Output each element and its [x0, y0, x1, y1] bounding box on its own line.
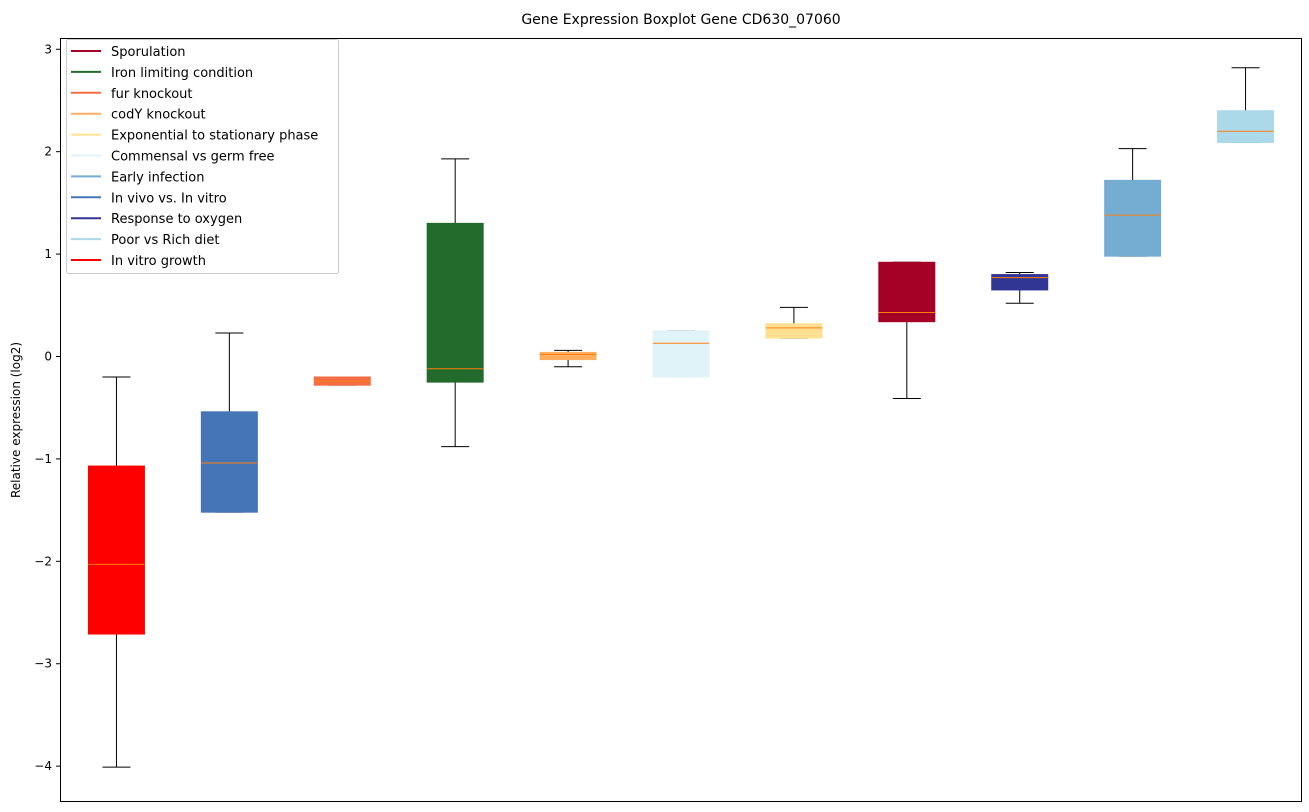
legend-label: Iron limiting condition	[111, 66, 253, 81]
box-poor-vs-rich-diet	[1217, 67, 1275, 143]
legend-label: Sporulation	[111, 45, 186, 60]
box-body	[652, 330, 710, 378]
chart-title: Gene Expression Boxplot Gene CD630_07060	[521, 12, 840, 28]
legend-label: In vitro growth	[111, 254, 206, 269]
box-in-vitro-growth	[87, 376, 145, 768]
legend-label: codY knockout	[111, 108, 206, 123]
plot-frame	[60, 38, 1302, 802]
box-body	[878, 261, 936, 323]
y-tick-label: 3	[44, 42, 52, 56]
box-in-vivo-vs-in-vitro	[200, 332, 258, 513]
boxes-group	[87, 67, 1275, 768]
legend-label: Commensal vs germ free	[111, 150, 274, 165]
box-iron-limiting-condition	[426, 158, 484, 448]
box-body	[765, 323, 823, 339]
y-tick-label: 2	[44, 145, 52, 159]
box-exponential-to-stationary-phase	[765, 306, 823, 339]
box-cody-knockout	[539, 349, 597, 368]
y-tick-label: −1	[34, 452, 52, 466]
box-response-to-oxygen	[991, 272, 1049, 304]
legend-label: Exponential to stationary phase	[111, 129, 318, 144]
y-axis: −4 −3 −2 −1 0 1 2 3	[34, 42, 60, 773]
y-tick-label: 0	[44, 350, 52, 364]
legend-label: In vivo vs. In vitro	[111, 191, 227, 206]
y-tick-label: −3	[34, 657, 52, 671]
box-body	[200, 411, 258, 513]
box-body	[539, 351, 597, 361]
y-tick-label: −2	[34, 554, 52, 568]
legend-label: Response to oxygen	[111, 212, 242, 227]
y-tick-label: 1	[44, 247, 52, 261]
legend-label: fur knockout	[111, 87, 193, 102]
legend-frame	[66, 39, 339, 274]
box-body	[87, 465, 145, 635]
box-sporulation	[878, 261, 936, 399]
box-early-infection	[1104, 148, 1162, 257]
box-body	[991, 274, 1049, 291]
legend-label: Poor vs Rich diet	[111, 233, 219, 248]
legend-label: Early infection	[111, 170, 204, 185]
y-tick-label: −4	[34, 759, 52, 773]
box-body	[1217, 110, 1275, 143]
box-body	[426, 222, 484, 383]
box-commensal-vs-germ-free	[652, 330, 710, 378]
box-fur-knockout	[313, 376, 371, 386]
y-axis-label: Relative expression (log2)	[9, 342, 23, 498]
box-body	[1104, 179, 1162, 257]
